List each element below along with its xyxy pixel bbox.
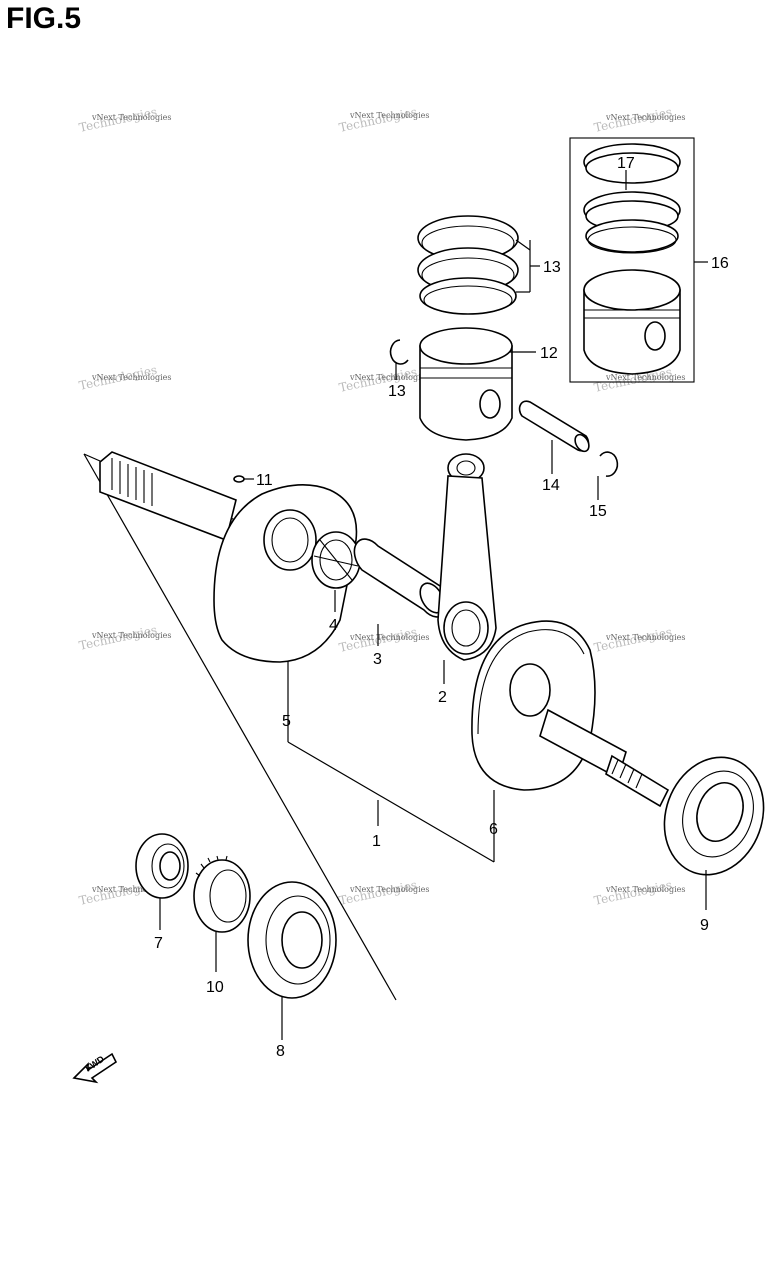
svg-text:vNext Technologies: vNext Technologies [91,885,171,894]
watermark: Technologies vNext Technologies [78,363,172,393]
piston-in-set [583,269,681,375]
svg-text:vNext Technologies: vNext Technologies [349,373,429,382]
watermark: Technologies vNext Technologies [78,623,172,653]
needle-bearing [311,531,361,589]
callout-15: 15 [589,503,607,520]
watermark: Technologies vNext Technologies [593,105,686,135]
callout-2: 2 [438,689,447,706]
callout-11: 11 [256,472,273,489]
watermark: Technologies vNext Technologies [593,878,686,908]
watermark: Technologies vNext Technologies [338,625,430,655]
svg-text:vNext Technologies: vNext Technologies [349,111,429,120]
watermark: Technologies vNext Technologies [338,365,430,395]
callout-14: 14 [542,477,560,494]
callout-9: 9 [700,917,709,934]
svg-text:vNext Technologies: vNext Technologies [349,633,429,642]
callout-3: 3 [373,651,382,668]
piston-rings [417,215,519,315]
bearing-right [663,756,765,876]
fwd-arrow-icon: FWD [72,1052,118,1084]
svg-text:vNext Technologies: vNext Technologies [605,373,685,382]
watermark: Technologies vNext Technologies [78,105,172,135]
timing-gear [193,855,251,933]
callout-1: 1 [372,833,381,850]
crankshaft-left [99,451,358,663]
svg-text:vNext Technologies: vNext Technologies [91,113,171,122]
callout-13-rings: 13 [543,259,561,276]
callout-17: 17 [617,155,635,172]
callout-13-circlip: 13 [388,383,406,400]
piston [419,327,513,441]
crankshaft-right [471,620,670,808]
piston-pin [518,400,590,453]
piston-pin-circlip-right [599,451,619,477]
callout-12: 12 [540,345,558,362]
callout-4: 4 [329,617,338,634]
crank-pin [353,538,449,618]
oil-plug [233,475,245,483]
connecting-rod [437,453,497,661]
svg-text:vNext Technologies: vNext Technologies [91,631,171,640]
piston-pin-circlip-left [389,339,409,365]
leader-lines [159,170,708,1040]
svg-text:vNext Technologies: vNext Technologies [605,885,685,894]
figure-title: FIG.5 [6,2,82,35]
callout-16: 16 [711,255,729,272]
callouts: 1 2 3 4 5 6 7 8 9 10 11 12 13 13 14 15 1… [154,155,729,1060]
piston-rings-set [583,143,681,254]
svg-text:vNext Technologies: vNext Technologies [605,633,685,642]
callout-10: 10 [206,979,224,996]
bearing-left [247,881,337,999]
svg-text:vNext Technologies: vNext Technologies [349,885,429,894]
svg-text:vNext Technologies: vNext Technologies [605,113,685,122]
callout-8: 8 [276,1043,285,1060]
watermark: Technologies vNext Technologies [593,625,686,655]
callout-7: 7 [154,935,163,952]
watermark: Technologies vNext Technologies [338,878,430,908]
bearing-small [135,833,189,899]
watermark: Technologies vNext Technologies [338,105,430,135]
callout-5: 5 [282,713,291,730]
piston-set-box [569,137,695,383]
svg-text:vNext Technologies: vNext Technologies [91,373,171,382]
callout-6: 6 [489,821,498,838]
